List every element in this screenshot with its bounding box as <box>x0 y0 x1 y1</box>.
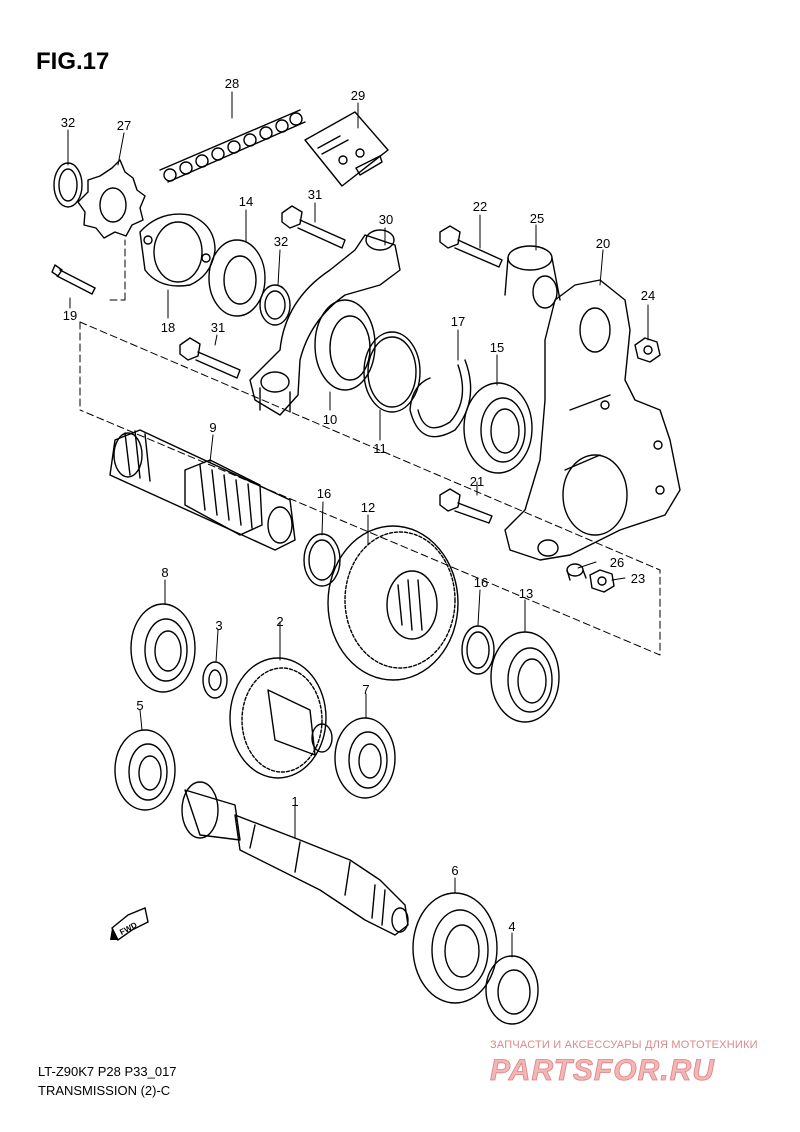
part-10-oil-seal[interactable] <box>314 299 376 391</box>
part-7-bearing[interactable] <box>334 717 396 799</box>
callout-20: 20 <box>596 236 610 251</box>
callout-1: 1 <box>291 794 298 809</box>
watermark-logo: PARTSFOR.RU <box>490 1052 790 1093</box>
part-21-bolt[interactable] <box>439 488 493 524</box>
part-22-bolt[interactable] <box>439 225 503 268</box>
part-1-countershaft[interactable] <box>181 781 409 936</box>
callout-10: 10 <box>323 412 337 427</box>
part-12-driven-gear[interactable] <box>327 525 459 681</box>
part-20-swing-bracket[interactable] <box>504 279 681 561</box>
part-14-oil-seal[interactable] <box>208 239 266 317</box>
callout-26: 26 <box>610 555 624 570</box>
part-23-nut[interactable] <box>589 569 615 593</box>
callout-8: 8 <box>161 565 168 580</box>
part-26-collar[interactable] <box>566 563 587 581</box>
part-16-circlip-upper[interactable] <box>303 533 341 587</box>
callout-31-lower: 31 <box>211 320 225 335</box>
part-32-circlip-upper[interactable] <box>53 162 83 208</box>
watermark-logo-art: PARTSFOR.RU <box>490 1054 715 1088</box>
part-15-bearing[interactable] <box>463 382 533 474</box>
part-30-adjuster-arm[interactable] <box>249 229 401 416</box>
callout-19: 19 <box>63 308 77 323</box>
callout-32-lower: 32 <box>274 234 288 249</box>
fwd-arrow-icon: FWD <box>110 907 149 942</box>
assembly-outline <box>79 239 661 656</box>
part-28-drive-chain[interactable] <box>159 109 306 183</box>
part-18-gasket[interactable] <box>139 213 216 287</box>
callout-11: 11 <box>373 441 387 456</box>
callout-16-upper: 16 <box>317 486 331 501</box>
part-31-bolt-lower[interactable] <box>179 337 241 379</box>
callout-32-upper: 32 <box>61 115 75 130</box>
part-27-sprocket[interactable] <box>77 159 146 239</box>
callout-22: 22 <box>473 199 487 214</box>
watermark-logo-text: PARTSFOR.RU <box>490 1054 715 1087</box>
diagram-code: LT-Z90K7 P28 P33_017 <box>38 1064 177 1079</box>
callout-21: 21 <box>470 474 484 489</box>
callout-31-upper: 31 <box>308 187 322 202</box>
part-6-bearing[interactable] <box>412 892 498 1004</box>
callout-16-lower: 16 <box>474 575 488 590</box>
part-11-o-ring[interactable] <box>363 331 421 413</box>
callout-4: 4 <box>508 919 515 934</box>
part-31-bolt-upper[interactable] <box>281 205 346 249</box>
callout-12: 12 <box>361 500 375 515</box>
part-4-oil-seal[interactable] <box>485 955 539 1025</box>
callout-5: 5 <box>136 698 143 713</box>
callout-24: 24 <box>641 288 655 303</box>
callout-15: 15 <box>490 340 504 355</box>
callout-6: 6 <box>451 863 458 878</box>
callout-28: 28 <box>225 76 239 91</box>
callout-7: 7 <box>362 682 369 697</box>
part-19-screw[interactable] <box>51 264 96 295</box>
part-13-bearing[interactable] <box>490 631 560 723</box>
part-29-chain-joint[interactable] <box>304 111 389 187</box>
callout-30: 30 <box>379 212 393 227</box>
callout-3: 3 <box>215 618 222 633</box>
callout-2: 2 <box>276 614 283 629</box>
callout-27: 27 <box>117 118 131 133</box>
part-8-bearing[interactable] <box>130 603 196 693</box>
part-2-gear[interactable] <box>229 657 333 779</box>
callout-25: 25 <box>530 211 544 226</box>
callout-18: 18 <box>161 320 175 335</box>
callout-29: 29 <box>351 88 365 103</box>
part-3-washer[interactable] <box>202 661 228 699</box>
leader-lines <box>67 91 649 958</box>
part-32-circlip-lower[interactable] <box>259 284 291 326</box>
callout-labels: 28 29 32 27 14 31 30 32 22 25 20 24 17 1… <box>61 76 655 934</box>
part-9-output-shaft[interactable] <box>109 429 296 551</box>
callout-23: 23 <box>631 571 645 586</box>
part-25-collar[interactable] <box>504 245 561 309</box>
callout-17: 17 <box>451 314 465 329</box>
diagram-caption: TRANSMISSION (2)-C <box>38 1083 171 1098</box>
figure-title: FIG.17 <box>36 48 110 75</box>
callout-14: 14 <box>239 194 253 209</box>
part-24-nut[interactable] <box>634 337 661 363</box>
watermark-tagline: ЗАПЧАСТИ И АКСЕССУАРЫ ДЛЯ МОТОТЕХНИКИ <box>490 1039 758 1051</box>
part-5-bearing[interactable] <box>114 729 176 811</box>
part-17-circlip[interactable] <box>409 359 472 438</box>
callout-13: 13 <box>519 586 533 601</box>
part-16-circlip-lower[interactable] <box>461 625 495 675</box>
callout-9: 9 <box>209 420 216 435</box>
